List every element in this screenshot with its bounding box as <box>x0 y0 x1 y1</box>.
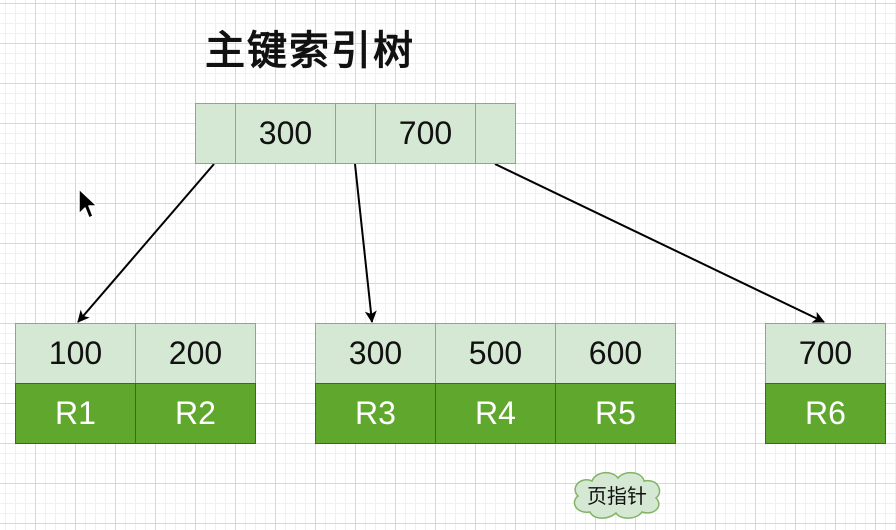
leaf-2-key-1: 300 <box>315 323 436 384</box>
cloud-shape <box>573 472 661 519</box>
leaf-2-record-3: R5 <box>555 383 676 444</box>
arrow-root-to-leaf-2 <box>354 163 377 323</box>
leaf-1-record-2: R2 <box>135 383 256 444</box>
root-key-2: 700 <box>375 103 476 164</box>
leaf-3-key-1: 700 <box>765 323 886 384</box>
root-key-1: 300 <box>235 103 336 164</box>
leaf-2-record-2: R4 <box>435 383 556 444</box>
leaf-1-key-1: 100 <box>15 323 136 384</box>
leaf-1-record-1: R1 <box>15 383 136 444</box>
arrow-root-to-leaf-3 <box>494 163 825 323</box>
leaf-2-key-2: 500 <box>435 323 556 384</box>
mouse-cursor-icon <box>78 188 98 219</box>
leaf-2-record-1: R3 <box>315 383 436 444</box>
leaf-1-key-2: 200 <box>135 323 256 384</box>
arrow-root-to-leaf-1 <box>77 163 215 323</box>
root-pointer-slot-3 <box>475 103 516 164</box>
root-pointer-slot-2 <box>335 103 376 164</box>
diagram-title: 主键索引树 <box>205 28 415 74</box>
root-pointer-slot-1 <box>195 103 236 164</box>
leaf-2-key-3: 600 <box>555 323 676 384</box>
leaf-3-record-1: R6 <box>765 383 886 444</box>
page-pointer-label: 页指针 <box>587 483 647 508</box>
